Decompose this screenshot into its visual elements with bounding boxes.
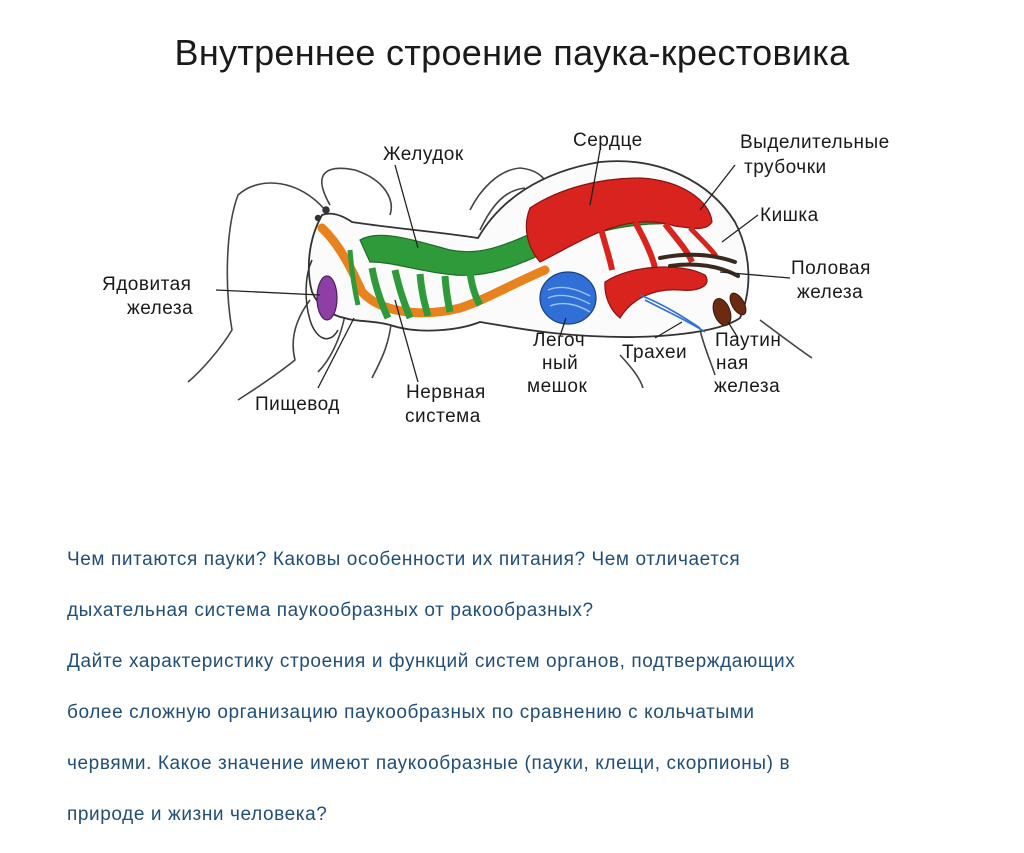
silk-gland [712,292,747,326]
slide-title: Внутреннее строение паука-крестовика [174,32,850,73]
trachea [639,294,706,333]
diagram-labels: Желудок Сердце Выделительные трубочки Ки… [102,130,890,427]
label-silk-2: ная [716,353,749,374]
label-trachea: Трахеи [622,342,687,363]
label-esophagus: Пищевод [255,394,340,415]
label-heart: Сердце [573,130,643,151]
question-line: дыхательная система паукообразных от рак… [67,599,594,621]
leader-lines [215,149,791,389]
label-nerve-2: система [405,406,481,427]
question-line: Дайте характеристику строения и функций … [67,650,796,672]
label-lung-3: мешок [527,376,587,397]
label-gonad-1: Половая [791,258,871,279]
label-gonad-2: железа [797,282,863,303]
chelicera [305,206,339,340]
label-venom-1: Ядовитая [102,274,191,295]
label-intestine: Кишка [760,205,819,226]
label-silk-3: железа [714,376,780,397]
lung [539,271,597,325]
label-lung-2: ный [542,353,578,374]
question-line: природе и жизни человека? [67,803,328,825]
gonad [604,266,708,319]
discussion-questions: Чем питаются пауки? Каковы особенности и… [67,521,967,853]
label-excretory-1: Выделительные [740,132,890,153]
spider-anatomy-diagram: Желудок Сердце Выделительные трубочки Ки… [102,130,890,427]
question-line: Чем питаются пауки? Каковы особенности и… [67,548,741,570]
label-excretory-2: трубочки [744,157,827,178]
question-line: более сложную организацию паукообразных … [67,701,755,723]
heart [525,177,719,271]
label-silk-1: Паутин [715,330,781,351]
label-lung-1: Легоч [533,330,585,351]
question-line: червями. Какое значение имеют паукообраз… [67,752,791,774]
venom-gland [316,275,338,321]
label-stomach: Желудок [383,144,464,165]
label-venom-2: железа [127,298,193,319]
label-nerve-1: Нервная [406,382,486,403]
spider-legs [187,167,813,401]
